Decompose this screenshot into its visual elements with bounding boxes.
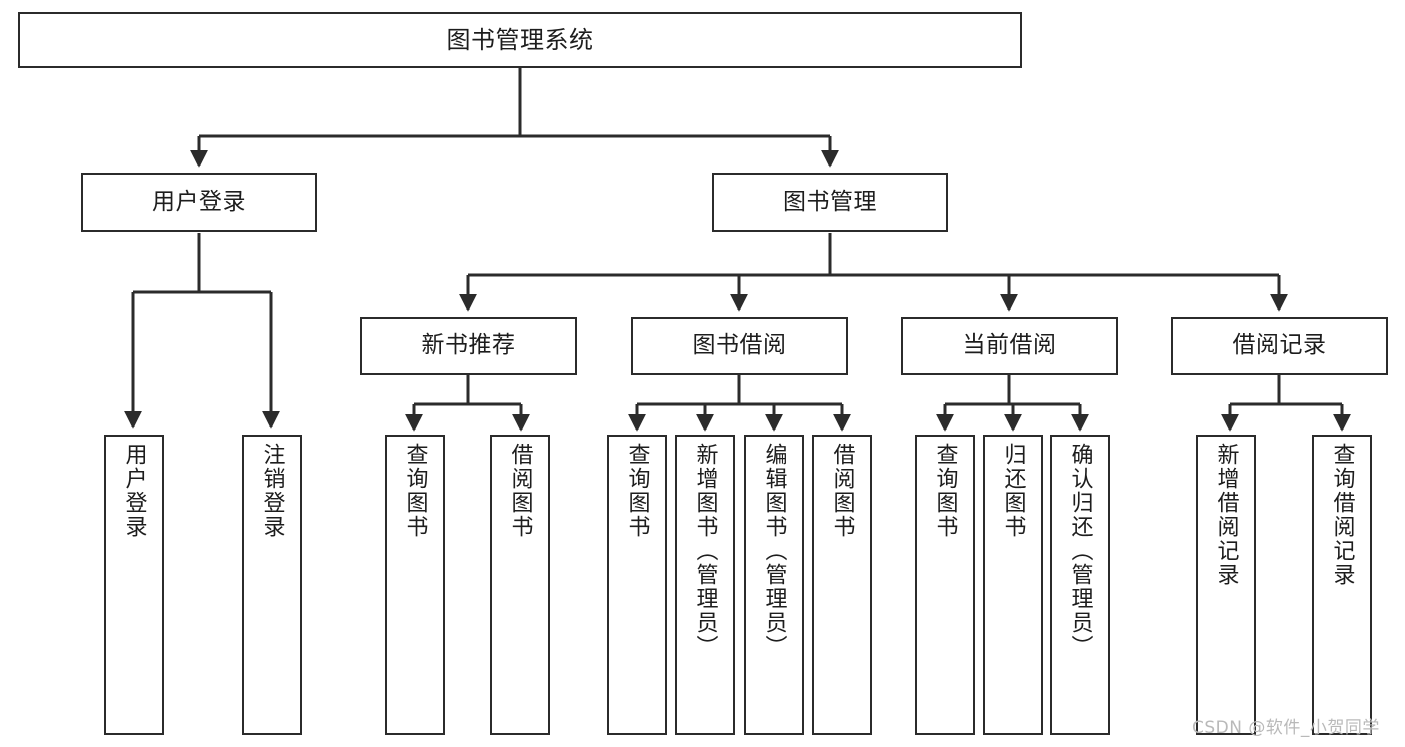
node-new-book-recommend[interactable]: 新书推荐 [360,317,577,375]
leaf-current-borrow-query[interactable]: 查询图书 [915,435,975,735]
leaf-borrow-record-add[interactable]: 新增借阅记录 [1196,435,1256,735]
leaf-current-borrow-confirm-return[interactable]: 确认归还（管理员） [1050,435,1110,735]
node-label: 查询借阅记录 [1329,443,1355,587]
node-label: 查询图书 [402,443,428,539]
node-root-system[interactable]: 图书管理系统 [18,12,1022,68]
leaf-new-book-query[interactable]: 查询图书 [385,435,445,735]
node-label: 用户登录 [152,188,246,215]
leaf-borrow-record-query[interactable]: 查询借阅记录 [1312,435,1372,735]
node-label: 归还图书 [1000,443,1026,539]
node-borrow-record[interactable]: 借阅记录 [1171,317,1388,375]
node-label: 当前借阅 [962,332,1057,359]
node-label: 图书管理 [783,188,877,215]
node-label: 借阅记录 [1232,332,1327,359]
node-user-login[interactable]: 用户登录 [81,173,317,232]
leaf-current-borrow-return[interactable]: 归还图书 [983,435,1043,735]
node-label: 借阅图书 [829,443,855,539]
csdn-watermark: CSDN @软件_小贺同学 [1192,718,1380,738]
node-book-borrow[interactable]: 图书借阅 [631,317,848,375]
node-label: 新增图书（管理员） [692,443,718,659]
node-label: 图书借阅 [692,332,787,359]
node-label: 新增借阅记录 [1213,443,1239,587]
leaf-book-borrow-query[interactable]: 查询图书 [607,435,667,735]
leaf-book-borrow-borrow[interactable]: 借阅图书 [812,435,872,735]
node-current-borrow[interactable]: 当前借阅 [901,317,1118,375]
node-label: 确认归还（管理员） [1067,443,1093,659]
node-label: 用户登录 [121,443,147,539]
node-label: 借阅图书 [507,443,533,539]
node-label: 查询图书 [624,443,650,539]
node-label: 图书管理系统 [446,25,594,54]
leaf-user-login-logout[interactable]: 注销登录 [242,435,302,735]
node-label: 查询图书 [932,443,958,539]
node-label: 注销登录 [259,443,285,539]
leaf-user-login-login[interactable]: 用户登录 [104,435,164,735]
node-label: 新书推荐 [421,332,516,359]
leaf-new-book-borrow[interactable]: 借阅图书 [490,435,550,735]
leaf-book-borrow-add[interactable]: 新增图书（管理员） [675,435,735,735]
node-label: 编辑图书（管理员） [761,443,787,659]
leaf-book-borrow-edit[interactable]: 编辑图书（管理员） [744,435,804,735]
node-book-management[interactable]: 图书管理 [712,173,948,232]
